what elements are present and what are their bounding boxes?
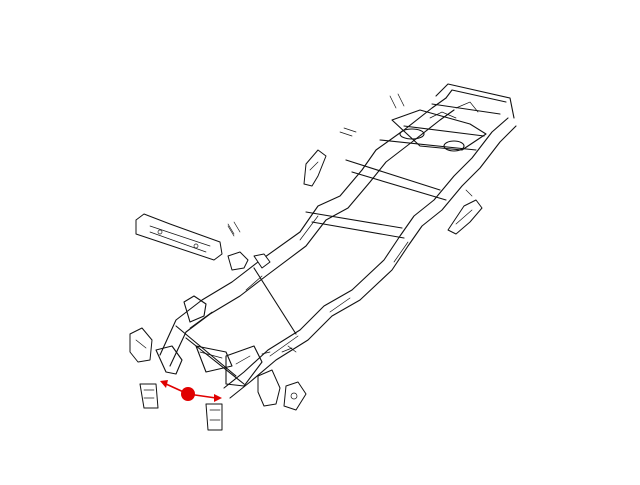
callout-arrowhead-right <box>214 394 222 402</box>
frame-left-rail <box>159 97 455 367</box>
callout-dot <box>181 387 195 401</box>
callout-arrowhead-left <box>160 380 168 388</box>
frame-rear-section <box>391 83 515 152</box>
fastener-bolts <box>227 93 473 235</box>
tow-hook-part <box>139 383 223 431</box>
frame-cross-members <box>175 103 501 385</box>
shield-plate-part <box>135 213 223 261</box>
callout-marker <box>160 380 222 402</box>
spring-hanger-part <box>447 199 483 235</box>
rear-hanger-bracket-part <box>303 149 327 187</box>
frame-right-rail <box>223 117 517 399</box>
body-mount-part <box>257 345 307 411</box>
frame-front-end <box>155 295 263 387</box>
front-mount-bracket-part <box>129 327 153 363</box>
small-bracket-part <box>227 221 271 271</box>
